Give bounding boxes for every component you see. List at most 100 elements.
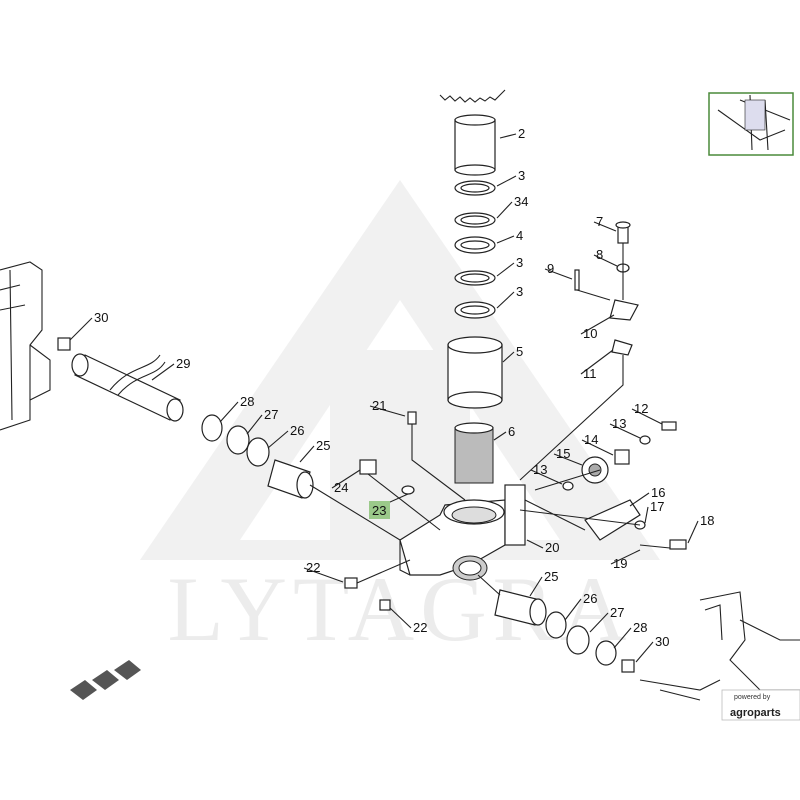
callout-c27a[interactable]: 27 — [246, 407, 278, 435]
callout-leader-line — [530, 469, 563, 485]
callout-c11[interactable]: 11 — [580, 349, 614, 381]
callout-c7[interactable]: 7 — [593, 214, 617, 232]
brand-name-text: agroparts — [730, 707, 781, 719]
bushing-part-2 — [454, 114, 496, 176]
callout-number: 12 — [634, 401, 648, 416]
callout-leader-line — [493, 431, 507, 441]
callout-leader-line — [246, 414, 263, 435]
callout-number: 25 — [544, 569, 558, 584]
callout-leader-line — [593, 254, 618, 267]
callout-leader-line — [610, 549, 641, 565]
callout-leader-line — [631, 408, 663, 425]
callout-number: 17 — [650, 499, 664, 514]
callout-number: 10 — [583, 326, 597, 341]
powered-by-text: powered by — [734, 694, 771, 701]
bracket-parts — [519, 221, 639, 481]
callout-c16[interactable]: 16 — [629, 485, 665, 507]
callout-c26a[interactable]: 26 — [267, 423, 304, 449]
callout-leader-line — [529, 576, 543, 597]
callout-number: 11 — [583, 366, 597, 381]
overview-thumbnail-icon[interactable] — [708, 92, 794, 156]
callout-c22a[interactable]: 22 — [303, 560, 344, 583]
callout-leader-line — [580, 349, 614, 375]
callout-c25a[interactable]: 25 — [299, 438, 330, 463]
right-side-parts — [519, 421, 687, 550]
callout-c3a[interactable]: 3 — [496, 168, 525, 187]
callout-number: 28 — [240, 394, 254, 409]
callout-c29[interactable]: 29 — [151, 356, 190, 381]
callout-number: 13 — [612, 416, 626, 431]
left-axle-parts — [57, 337, 401, 541]
callout-leader-line — [629, 492, 650, 507]
callout-number: 26 — [290, 423, 304, 438]
callout-c28a[interactable]: 28 — [219, 394, 254, 423]
callout-c19[interactable]: 19 — [610, 549, 641, 571]
callout-number: 22 — [413, 620, 427, 635]
callout-leader-line — [644, 506, 649, 524]
gear-part — [439, 89, 506, 103]
watermark-text: LYTAGRA — [168, 558, 633, 660]
callout-c25b[interactable]: 25 — [529, 569, 558, 597]
callout-c10[interactable]: 10 — [580, 314, 615, 341]
callout-leader-line — [219, 401, 239, 423]
callout-c9[interactable]: 9 — [544, 261, 573, 280]
callout-number: 30 — [94, 310, 108, 325]
callout-number: 26 — [583, 591, 597, 606]
brand-badge[interactable]: powered by agroparts — [721, 689, 800, 721]
callout-leader-line — [331, 469, 361, 489]
callout-c4[interactable]: 4 — [496, 228, 523, 244]
callout-leader-line — [613, 627, 632, 649]
callout-number: 13 — [533, 462, 547, 477]
filter-insert-part-6 — [454, 422, 494, 484]
callout-number: 28 — [633, 620, 647, 635]
callout-number: 25 — [316, 438, 330, 453]
callout-leader-line — [496, 235, 515, 244]
callout-number: 22 — [306, 560, 320, 575]
callout-c6[interactable]: 6 — [493, 424, 515, 441]
callout-c30b[interactable]: 30 — [635, 634, 669, 663]
left-frame-part — [0, 261, 51, 431]
callout-leader-line — [564, 598, 582, 621]
callout-c20[interactable]: 20 — [526, 539, 559, 555]
callout-c2[interactable]: 2 — [499, 126, 525, 141]
callout-c34[interactable]: 34 — [496, 194, 528, 219]
callout-leader-line — [303, 567, 344, 583]
callout-number: 2 — [518, 126, 525, 141]
callout-leader-line — [496, 175, 517, 187]
callout-c17[interactable]: 17 — [644, 499, 664, 524]
callout-leader-line — [553, 453, 583, 466]
callout-number: 20 — [545, 540, 559, 555]
callout-leader-line — [502, 351, 515, 363]
callout-leader-line — [589, 612, 609, 633]
bottom-left-blocks — [70, 660, 141, 700]
callout-c15[interactable]: 15 — [553, 446, 583, 466]
callout-c3b[interactable]: 3 — [496, 255, 523, 277]
ring-stack — [454, 180, 496, 319]
callout-number: 30 — [655, 634, 669, 649]
callout-number: 14 — [584, 432, 598, 447]
callout-c13a[interactable]: 13 — [609, 416, 641, 439]
callout-c3c[interactable]: 3 — [496, 284, 523, 309]
callout-c5[interactable]: 5 — [502, 344, 523, 363]
callout-leader-line — [687, 520, 699, 544]
callout-leader-line — [69, 317, 93, 341]
callout-c26b[interactable]: 26 — [564, 591, 597, 621]
callout-c27b[interactable]: 27 — [589, 605, 624, 633]
callout-c13b[interactable]: 13 — [530, 462, 563, 485]
callout-c14[interactable]: 14 — [581, 432, 614, 456]
callout-c24[interactable]: 24 — [331, 469, 361, 495]
callout-leader-line — [609, 423, 641, 439]
callout-number: 3 — [516, 284, 523, 299]
callout-c28b[interactable]: 28 — [613, 620, 647, 649]
callout-c30a[interactable]: 30 — [69, 310, 108, 341]
callout-c8[interactable]: 8 — [593, 247, 618, 267]
callout-leader-line — [151, 363, 175, 381]
callout-c18[interactable]: 18 — [687, 513, 714, 544]
callout-c21[interactable]: 21 — [369, 398, 406, 417]
callout-number: 18 — [700, 513, 714, 528]
callout-number: 4 — [516, 228, 523, 243]
callout-c22b[interactable]: 22 — [389, 607, 427, 635]
callout-c12[interactable]: 12 — [631, 401, 663, 425]
callout-c23[interactable]: 23 — [369, 493, 409, 519]
